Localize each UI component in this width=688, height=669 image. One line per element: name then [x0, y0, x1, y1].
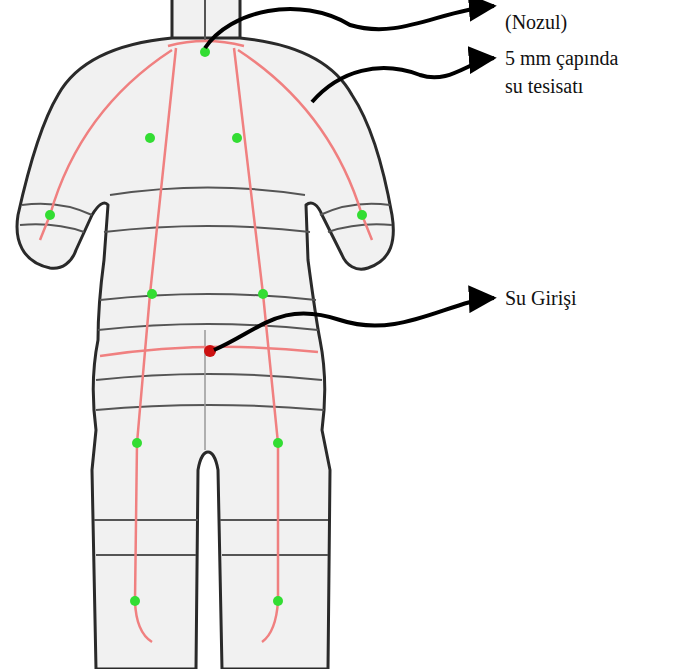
nozzle-dots [45, 47, 367, 606]
suit-body [17, 0, 393, 669]
water-inlet-dot [204, 345, 216, 357]
callout-label: 5 mm çapında su tesisatı [505, 44, 630, 100]
callout-label: (Nozul) [505, 8, 675, 36]
water-tubing [40, 41, 372, 642]
callout-label: Su Girişi [505, 284, 675, 312]
leader-lines [205, 6, 494, 350]
